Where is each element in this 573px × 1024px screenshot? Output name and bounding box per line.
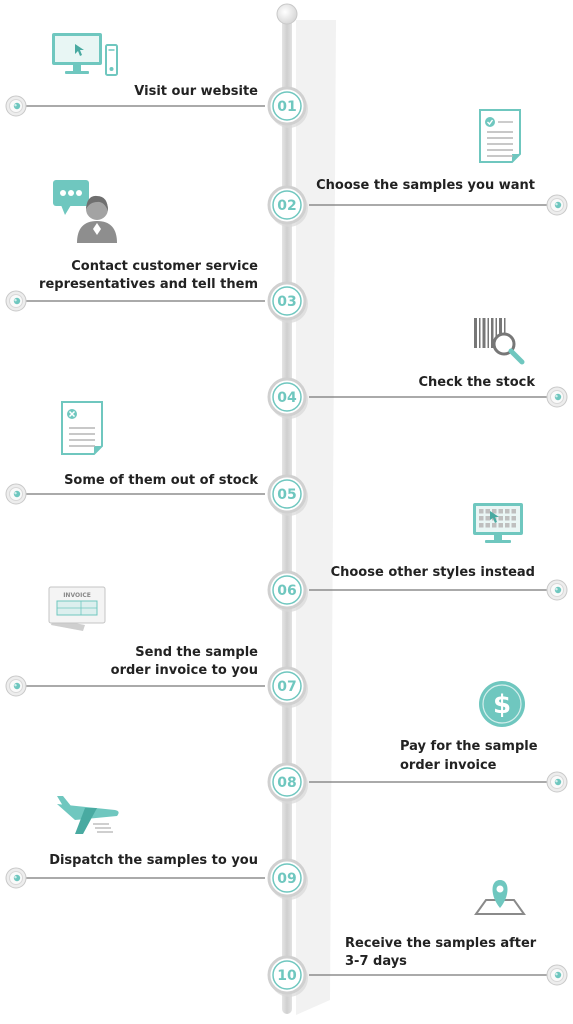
invoice-icon: INVOICE (48, 586, 106, 631)
connector-end-dot-3 (5, 290, 27, 312)
step-number: 04 (277, 390, 297, 406)
step-number: 06 (277, 583, 296, 599)
step-label-06-line-1: Choose other styles instead (330, 565, 535, 580)
airplane-icon (57, 796, 119, 834)
connector-end-dot-4 (546, 386, 568, 408)
step-label-07-line-1: Send the sample (135, 645, 258, 660)
step-number: 09 (277, 871, 296, 887)
step-label-08-line-2: order invoice (400, 758, 497, 773)
step-number: 05 (277, 487, 296, 503)
step-label-01-line-1: Visit our website (134, 84, 258, 99)
step-number: 07 (277, 679, 296, 695)
step-number: 03 (277, 294, 296, 310)
connector-lines (5, 95, 568, 986)
connector-end-dot-5 (5, 483, 27, 505)
customer-service-icon (53, 180, 117, 243)
step-label-10-line-2: 3-7 days (345, 954, 407, 969)
step-icons: INVOICE $ (48, 33, 526, 915)
step-number-circles: 01 02 03 04 05 06 07 08 09 10 (267, 86, 308, 997)
document-cross-icon (61, 401, 103, 455)
step-number: 08 (277, 775, 296, 791)
step-number: 10 (277, 968, 297, 984)
connector-end-dot-2 (546, 194, 568, 216)
step-label-10-line-1: Receive the samples after (345, 936, 537, 951)
step-label-04-line-1: Check the stock (418, 375, 535, 390)
step-circle-03: 03 (267, 281, 308, 323)
step-circle-09: 09 (267, 858, 308, 900)
spine-shadow (296, 20, 336, 1015)
barcode-search-icon (474, 318, 525, 365)
step-circle-10: 10 (267, 955, 308, 997)
step-label-09-line-1: Dispatch the samples to you (49, 853, 258, 868)
step-circle-01: 01 (267, 86, 308, 128)
step-label-03-line-2: representatives and tell them (39, 277, 258, 292)
invoice-icon-text: INVOICE (63, 592, 91, 599)
dollar-icon-text: $ (493, 690, 511, 720)
step-circle-04: 04 (267, 377, 308, 419)
computer-icon (52, 33, 118, 76)
step-number: 02 (277, 198, 296, 214)
connector-end-dot-6 (546, 579, 568, 601)
monitor-grid-icon (473, 503, 523, 543)
step-label-08-line-1: Pay for the sample (400, 739, 538, 754)
step-number: 01 (277, 99, 296, 115)
dollar-icon: $ (479, 681, 525, 727)
step-circle-02: 02 (267, 185, 308, 227)
step-circle-08: 08 (267, 762, 308, 804)
step-circle-05: 05 (267, 474, 308, 516)
step-label-05-line-1: Some of them out of stock (64, 473, 258, 488)
connector-end-dot-8 (546, 771, 568, 793)
connector-end-dot-9 (5, 867, 27, 889)
spine-shadow-shape (296, 20, 336, 1015)
step-label-07-line-2: order invoice to you (110, 663, 258, 678)
step-label-02-line-1: Choose the samples you want (316, 178, 535, 193)
connector-end-dot-10 (546, 964, 568, 986)
step-label-03-line-1: Contact customer service (71, 259, 258, 274)
step-circle-07: 07 (267, 666, 308, 708)
step-circle-06: 06 (267, 570, 308, 612)
spine-top-cap (276, 3, 298, 25)
document-check-icon (479, 109, 521, 163)
connector-end-dot-7 (5, 675, 27, 697)
map-pin-icon (474, 880, 526, 915)
connector-end-dot-1 (5, 95, 27, 117)
